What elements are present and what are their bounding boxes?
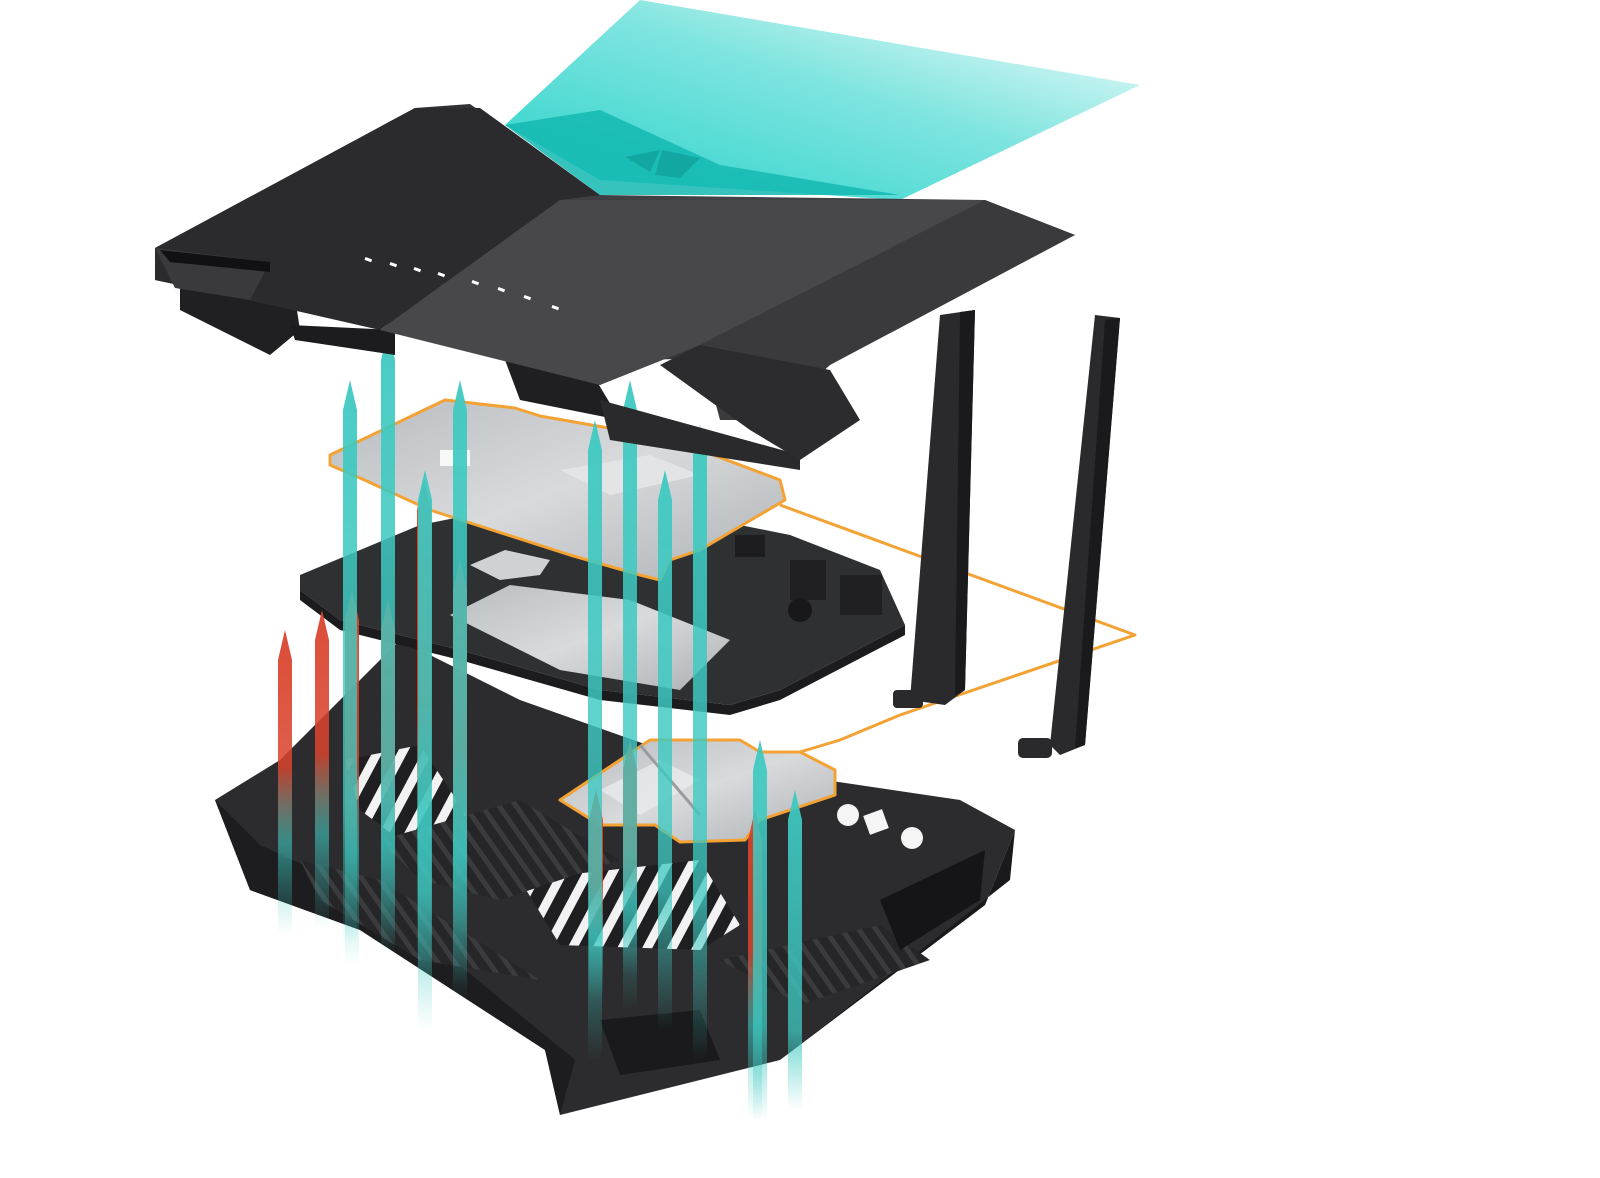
led-indicator <box>413 267 422 273</box>
led-indicator <box>497 287 506 293</box>
bottom-chassis <box>215 640 1015 1115</box>
port-hole <box>901 827 923 849</box>
cool-airflow-stream <box>658 470 672 1030</box>
tuf-gaming-logo-icon <box>625 150 700 178</box>
top-cover <box>155 104 1075 470</box>
top-light-window <box>505 110 900 195</box>
cool-airflow-stream <box>753 740 767 1120</box>
led-indicator-row <box>364 257 560 311</box>
led-indicator <box>389 262 398 268</box>
warm-airflow-stream <box>315 610 329 930</box>
antenna-left <box>893 310 975 708</box>
pcb-chip <box>735 535 765 557</box>
pcb-connector <box>790 560 826 600</box>
warm-airflow-stream <box>278 630 292 935</box>
port-hole-square <box>863 809 889 835</box>
cool-airflow-stream <box>693 425 707 1060</box>
antenna-right <box>1018 315 1120 758</box>
led-indicator <box>523 295 532 301</box>
cool-airflow-stream <box>418 470 432 1030</box>
cool-airflow-stream <box>343 380 357 945</box>
rib-pattern-right <box>720 925 930 1005</box>
pcb-shield-small <box>470 550 550 580</box>
vent-grille-left <box>345 745 470 840</box>
callout-outline <box>779 503 1137 754</box>
led-indicator <box>551 305 560 311</box>
led-indicator <box>437 272 446 278</box>
port-hole <box>837 804 859 826</box>
cool-airflow-stream <box>788 790 802 1110</box>
cool-airflow-stream <box>453 380 467 1000</box>
pcb-connector <box>840 575 882 615</box>
led-indicator <box>471 280 480 286</box>
rib-pattern-left <box>380 800 620 900</box>
cool-airflow-stream <box>623 380 637 1010</box>
pcb-capacitor <box>788 598 812 622</box>
led-indicator <box>364 257 373 263</box>
cool-airflow-stream <box>588 420 602 1060</box>
airflow-streams <box>278 330 802 1120</box>
cool-airflow-stream <box>381 330 395 955</box>
